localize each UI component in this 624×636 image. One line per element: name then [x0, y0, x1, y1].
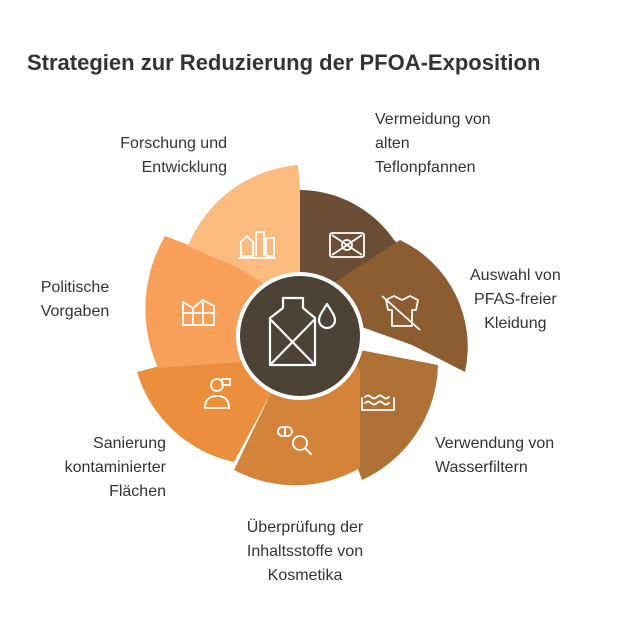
label-clothing: Auswahl von PFAS-freier Kleidung — [470, 264, 561, 336]
segment-clothing-shape — [300, 240, 468, 372]
label-clothing-line: PFAS-freier — [474, 291, 557, 308]
label-research-line: Forschung und — [120, 135, 227, 152]
label-cosmetics-line: Kosmetika — [267, 567, 343, 584]
label-research-line: Entwicklung — [141, 159, 227, 176]
label-clothing-line: Auswahl von — [470, 267, 561, 284]
segment-research — [188, 165, 300, 305]
label-remediation-line: Flächen — [109, 483, 166, 500]
segment-clothing — [300, 240, 468, 372]
research-icon — [238, 231, 276, 259]
segment-teflon-shape — [300, 190, 405, 305]
pfoa-canister-icon — [268, 296, 337, 367]
label-water: Verwendung von Wasserfiltern — [435, 432, 554, 480]
center-circle — [236, 272, 364, 400]
no-clothing-icon — [381, 295, 421, 331]
label-water-line: Wasserfiltern — [435, 459, 528, 476]
page-title: Strategien zur Reduzierung der PFOA-Expo… — [27, 50, 541, 75]
segment-teflon — [300, 190, 405, 305]
water-icon — [361, 394, 395, 411]
label-policy-line: Vorgaben — [40, 303, 110, 320]
label-policy: Politische Vorgaben — [20, 276, 130, 324]
policy-chart-icon — [182, 299, 215, 326]
label-remediation: Sanierung kontaminierter Flächen — [36, 432, 166, 504]
label-teflon: Vermeidung von alten Teflonpfannen — [375, 108, 491, 180]
label-water-line: Verwendung von — [435, 435, 555, 452]
label-remediation-line: Sanierung — [93, 435, 166, 452]
label-cosmetics-line: Überprüfung der — [246, 519, 364, 536]
segment-research-shape — [188, 165, 300, 305]
label-cosmetics: Überprüfung der Inhaltsstoffe von Kosmet… — [205, 516, 405, 588]
no-pan-icon — [329, 232, 365, 258]
label-research: Forschung und Entwicklung — [60, 132, 227, 180]
label-remediation-line: kontaminierter — [64, 459, 166, 476]
label-cosmetics-line: Inhaltsstoffe von — [246, 543, 364, 560]
label-clothing-line: Kleidung — [484, 315, 547, 332]
worker-icon — [204, 378, 231, 409]
label-teflon-line: alten — [375, 135, 410, 152]
label-teflon-line: Teflonpfannen — [375, 159, 476, 176]
label-policy-line: Politische — [40, 279, 110, 296]
label-teflon-line: Vermeidung von — [375, 111, 491, 128]
cosmetics-search-icon — [277, 426, 312, 455]
